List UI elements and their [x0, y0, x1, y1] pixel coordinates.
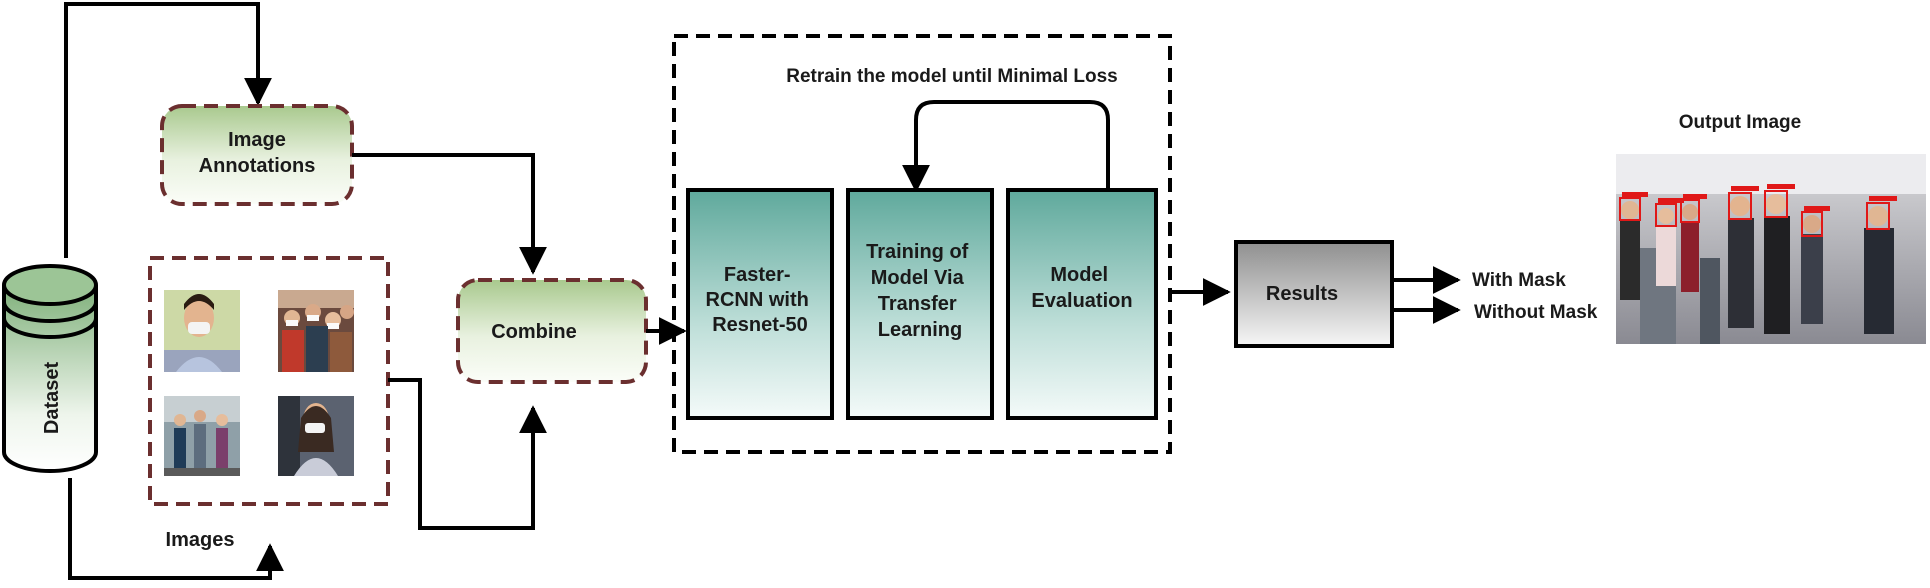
results-output-arrows: [1392, 266, 1461, 324]
training-line1: Training of: [866, 241, 969, 263]
training-line4: Learning: [878, 319, 962, 341]
output-image: [1616, 154, 1926, 344]
annotations-line1: Image: [228, 129, 286, 151]
combine-node: Combine: [456, 278, 648, 384]
faster-rcnn-line1: Faster-: [724, 264, 791, 286]
sample-photo-3: [164, 396, 240, 476]
with-mask-label: With Mask: [1472, 270, 1566, 291]
images-caption: Images: [166, 529, 235, 551]
faster-rcnn-text: Faster- RCNN with Resnet-50: [706, 264, 815, 336]
dataset-label: Dataset: [41, 362, 63, 435]
training-node: Training of Model Via Transfer Learning: [846, 188, 994, 420]
images-group: Images: [148, 256, 390, 551]
retrain-label: Retrain the model until Minimal Loss: [786, 66, 1117, 87]
results-label: Results: [1266, 283, 1338, 305]
sample-photo-4: [278, 396, 354, 476]
results-node: Results: [1234, 240, 1394, 348]
combine-connectors: [352, 153, 547, 530]
combine-label: Combine: [491, 321, 577, 343]
evaluation-line1: Model: [1050, 264, 1108, 286]
without-mask-label: Without Mask: [1474, 302, 1598, 323]
training-line2: Model Via: [871, 267, 965, 289]
sample-photo-2: [278, 290, 354, 372]
evaluation-text: Model Evaluation: [1031, 264, 1132, 312]
faster-rcnn-line3: Resnet-50: [712, 314, 808, 336]
dataset-connectors: [64, 2, 284, 580]
faster-rcnn-node: Faster- RCNN with Resnet-50: [686, 188, 834, 420]
evaluation-node: Model Evaluation: [1006, 188, 1158, 420]
evaluation-line2: Evaluation: [1031, 290, 1132, 312]
training-line3: Transfer: [878, 293, 957, 315]
training-container: Retrain the model until Minimal Loss: [672, 34, 1172, 454]
training-text: Training of Model Via Transfer Learning: [866, 241, 974, 341]
faster-rcnn-line2: RCNN with: [706, 289, 809, 311]
dataset-cylinder: Dataset: [2, 264, 98, 473]
sample-photo-1: [164, 290, 240, 372]
output-image-title: Output Image: [1679, 112, 1801, 133]
annotations-line2: Annotations: [199, 155, 316, 177]
image-annotations-node: Image Annotations: [160, 104, 354, 206]
